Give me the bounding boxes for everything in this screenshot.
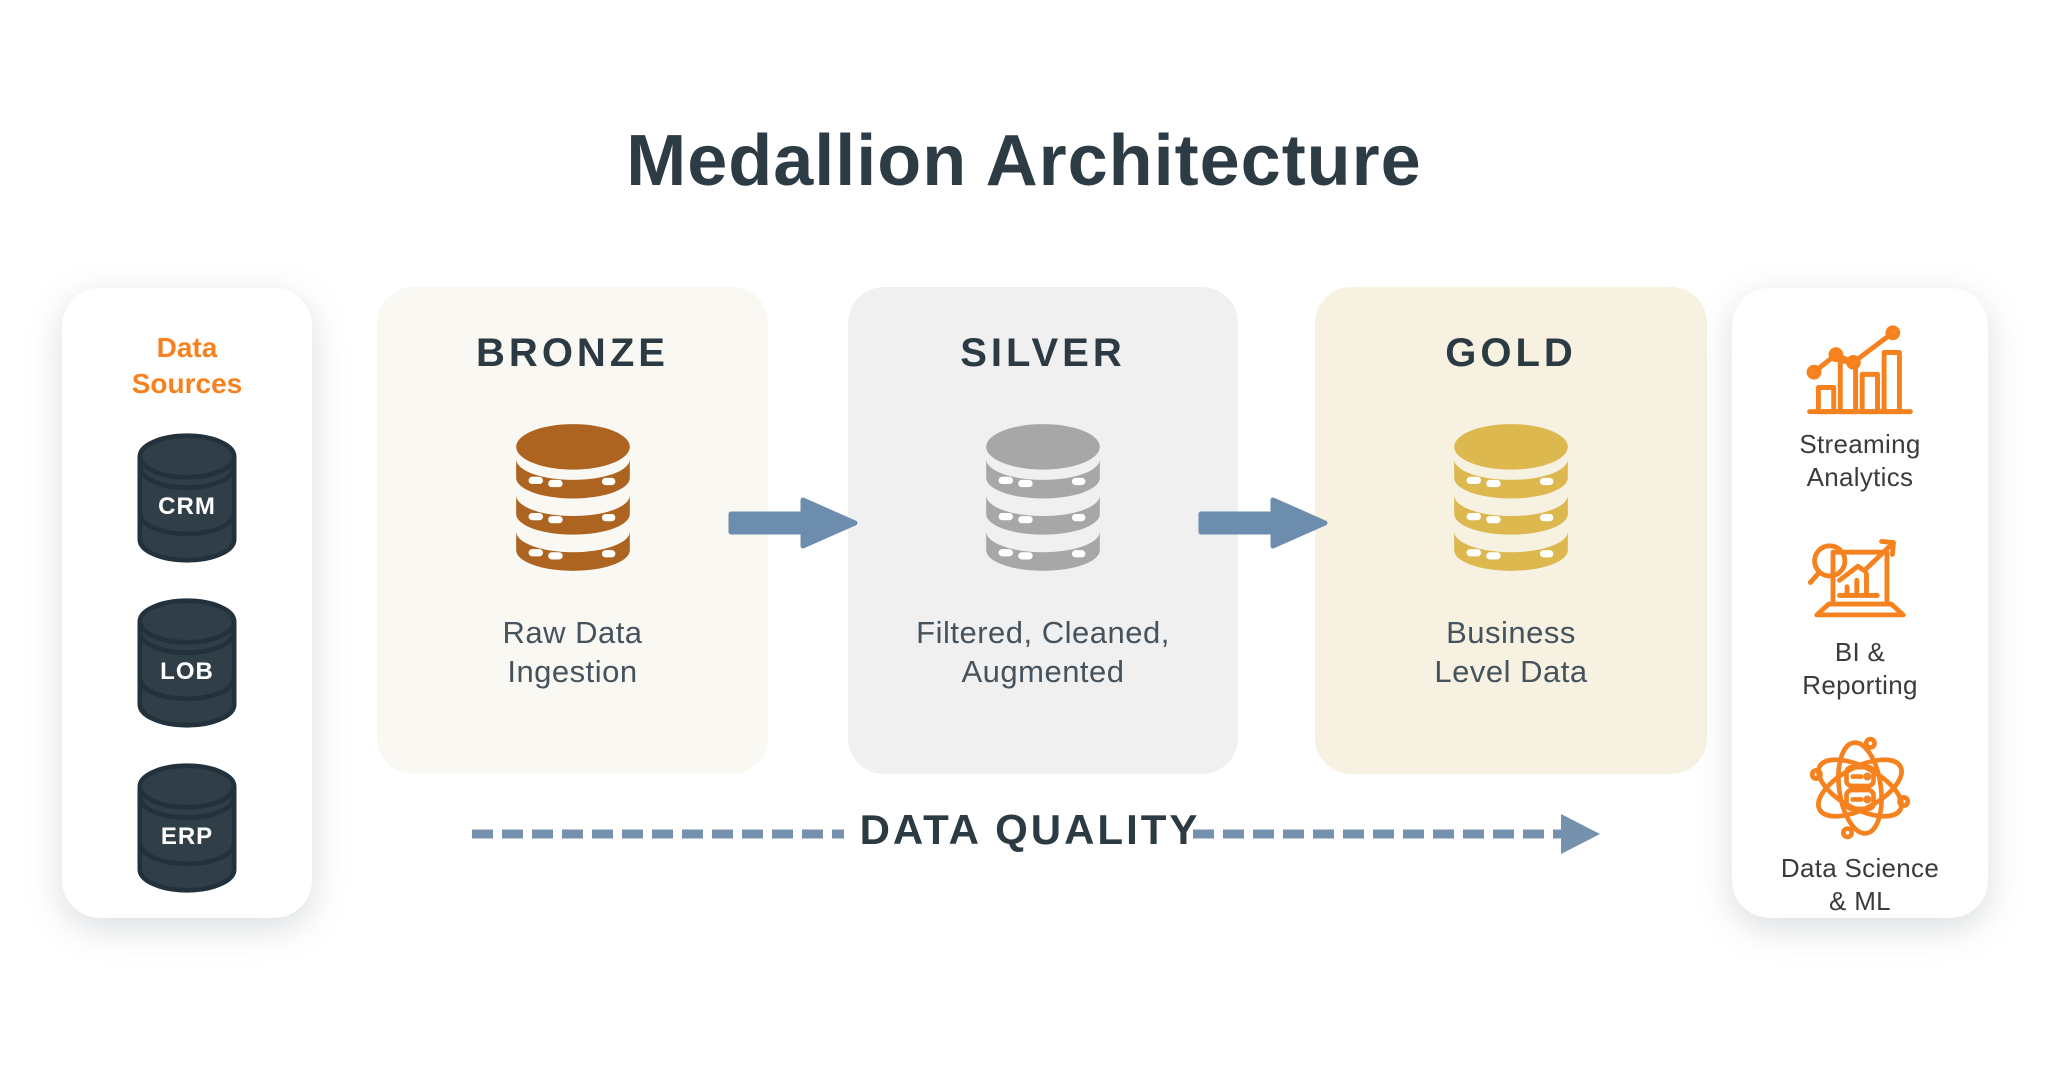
output-data-science-ml-label-line2: & ML <box>1829 886 1891 916</box>
gold-database-icon <box>1449 424 1573 573</box>
database-cylinder-icon <box>137 433 237 563</box>
page-title: Medallion Architecture <box>626 121 1422 201</box>
data-sources-title-line1: Data <box>156 332 218 363</box>
stage-gold-card: GOLD Business Level Data <box>1315 287 1707 774</box>
output-bi-reporting: BI & Reporting <box>1802 528 1917 702</box>
stage-bronze-caption: Raw Data Ingestion <box>502 613 642 691</box>
output-streaming-analytics: Streaming Analytics <box>1799 324 1920 494</box>
stage-bronze-caption-line2: Ingestion <box>507 654 638 689</box>
data-science-ml-icon <box>1808 736 1912 840</box>
database-cylinder-icon <box>137 763 237 893</box>
bi-reporting-icon <box>1806 528 1914 624</box>
stage-silver-caption-line1: Filtered, Cleaned, <box>916 615 1170 650</box>
stage-silver-name: SILVER <box>960 331 1126 375</box>
bronze-database-icon <box>511 424 635 573</box>
stage-silver-caption: Filtered, Cleaned, Augmented <box>916 613 1170 691</box>
arrow-bronze-to-silver-icon <box>728 497 858 549</box>
data-sources-title: Data Sources <box>132 330 243 402</box>
stage-gold-caption-line2: Level Data <box>1434 654 1588 689</box>
streaming-analytics-icon <box>1804 324 1916 416</box>
output-streaming-analytics-label-line2: Analytics <box>1806 462 1914 492</box>
data-sources-card: Data Sources CRM <box>62 288 312 918</box>
source-erp: ERP <box>135 762 239 894</box>
stage-silver-caption-line2: Augmented <box>961 654 1125 689</box>
source-cylinder-stack: CRM LOB <box>135 432 239 894</box>
source-lob-label: LOB <box>160 658 214 686</box>
output-bi-reporting-label-line1: BI & <box>1834 637 1886 667</box>
output-data-science-ml-label: Data Science & ML <box>1781 852 1939 918</box>
outputs-card: Streaming Analytics <box>1732 288 1988 918</box>
data-sources-title-line2: Sources <box>131 368 243 399</box>
source-lob: LOB <box>135 597 239 729</box>
stage-bronze-caption-line1: Raw Data <box>502 615 643 650</box>
stage-bronze-card: BRONZE Raw Data Ingestion <box>377 287 768 774</box>
output-streaming-analytics-label: Streaming Analytics <box>1799 428 1920 494</box>
stage-silver-card: SILVER Filtered, Cleaned, Augmented <box>848 287 1238 774</box>
database-cylinder-icon <box>137 598 237 728</box>
arrow-silver-to-gold-icon <box>1198 497 1328 549</box>
data-quality-dashed-arrow-right <box>1193 814 1600 854</box>
stage-bronze-name: BRONZE <box>476 331 669 375</box>
silver-database-icon <box>981 424 1105 573</box>
output-bi-reporting-label-line2: Reporting <box>1802 670 1918 700</box>
source-crm-label: CRM <box>158 493 216 521</box>
output-data-science-ml-label-line1: Data Science <box>1780 853 1940 883</box>
data-quality-dashed-line-left <box>472 829 844 839</box>
stage-gold-caption-line1: Business <box>1446 615 1576 650</box>
output-data-science-ml: Data Science & ML <box>1781 736 1939 918</box>
stage-gold-name: GOLD <box>1445 331 1577 375</box>
stage-gold-caption: Business Level Data <box>1434 613 1587 691</box>
output-bi-reporting-label: BI & Reporting <box>1802 636 1917 702</box>
output-streaming-analytics-label-line1: Streaming <box>1799 429 1921 459</box>
data-quality-label: DATA QUALITY <box>859 806 1201 853</box>
source-erp-label: ERP <box>160 823 214 851</box>
source-crm: CRM <box>135 432 239 564</box>
